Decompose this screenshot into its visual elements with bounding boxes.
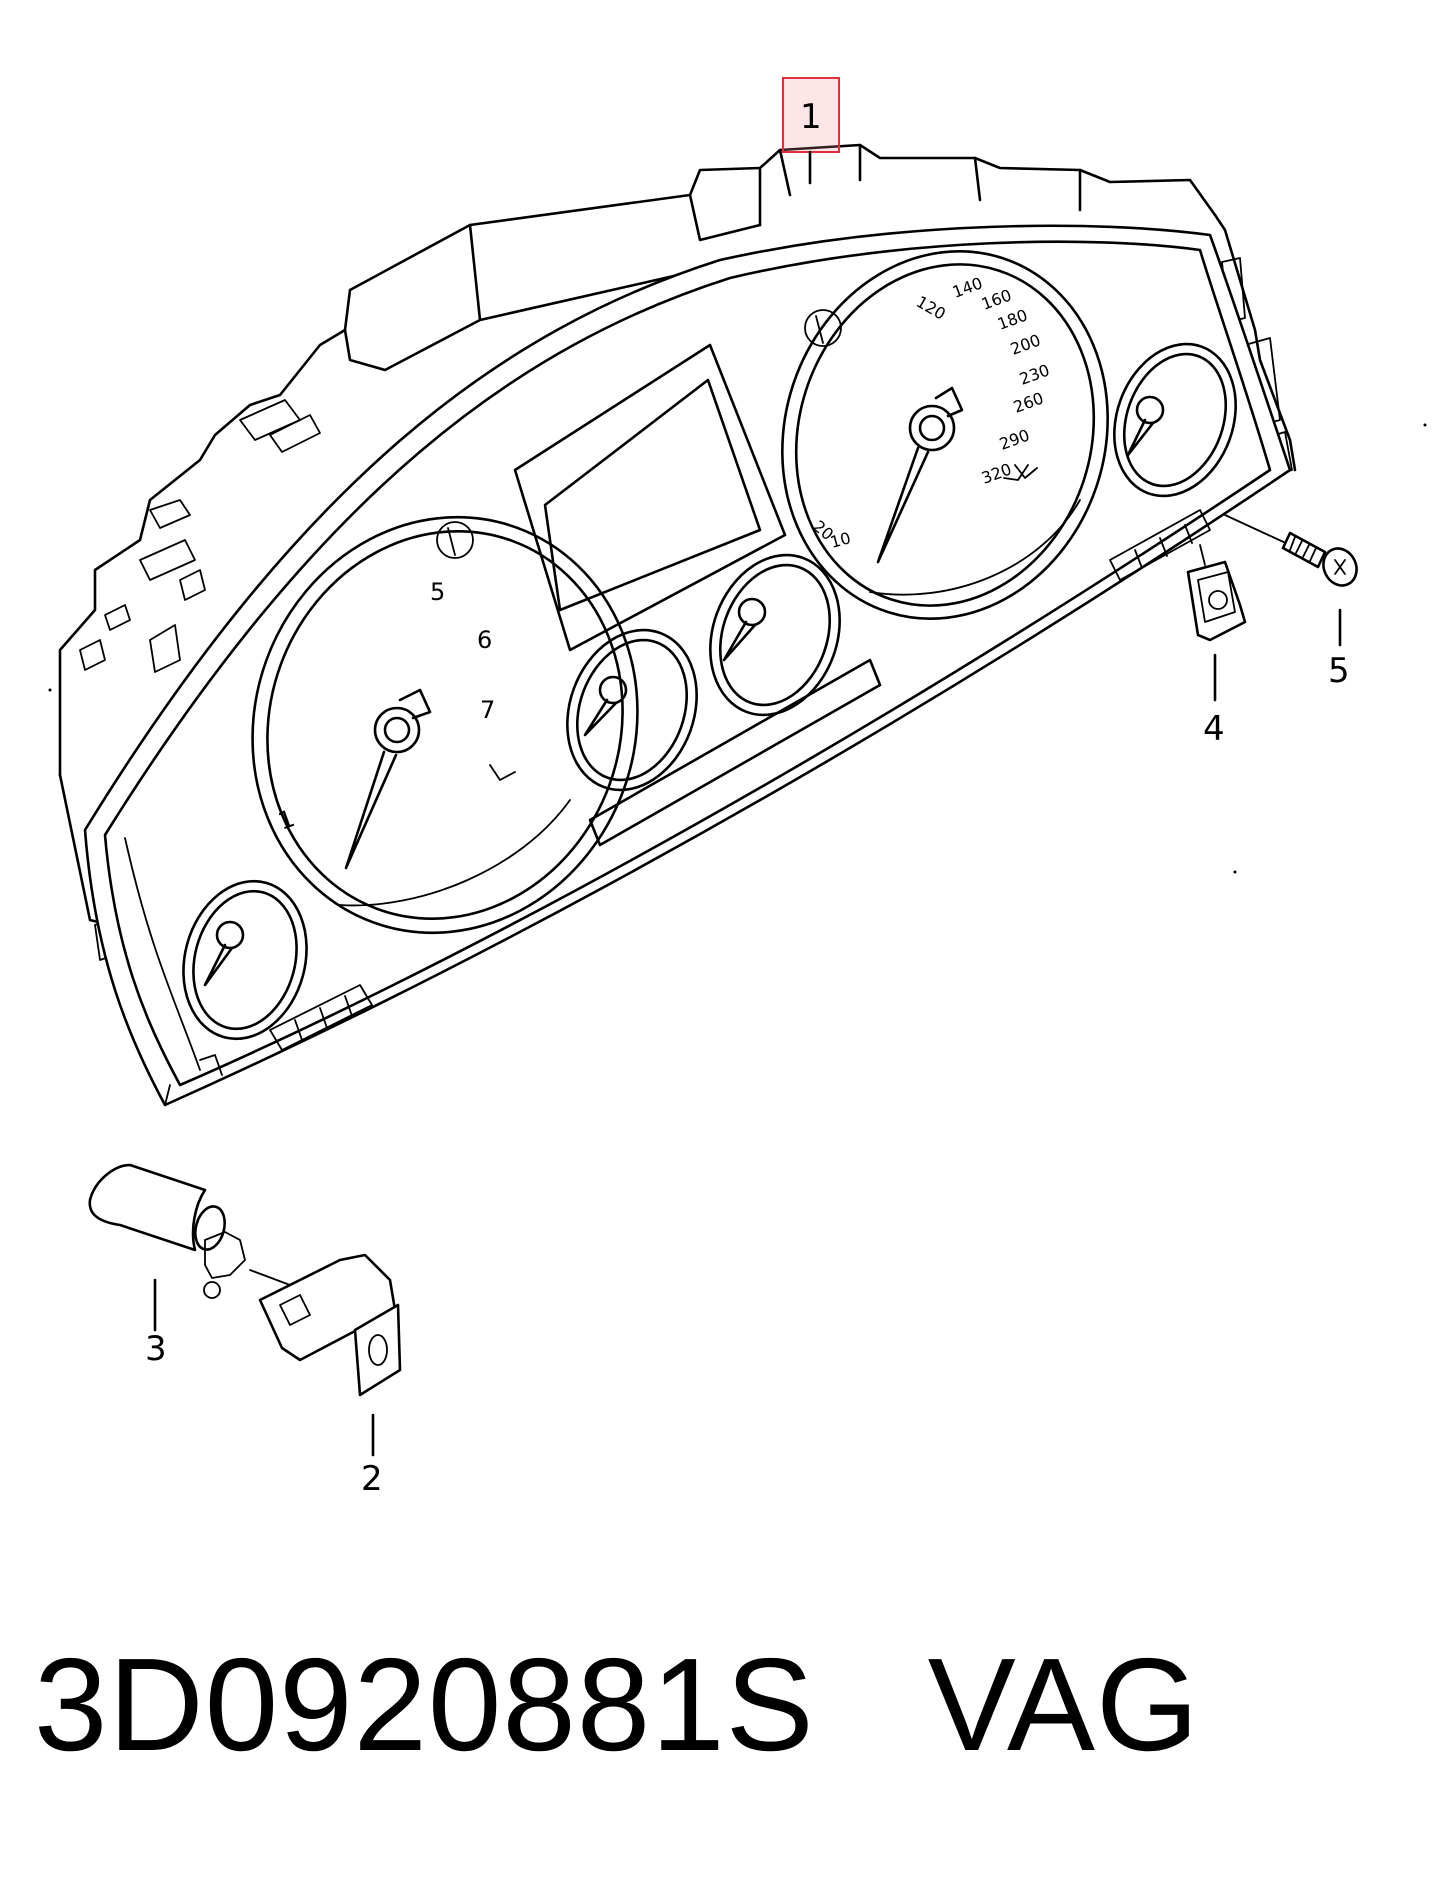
- tach-label-5: 5: [430, 578, 445, 606]
- brand-name: VAG: [927, 1631, 1200, 1778]
- part-3-bulb-socket: 3: [88, 1163, 246, 1369]
- small-gauge-center-left: [566, 628, 698, 792]
- speed-label-10: 10: [828, 528, 853, 552]
- lower-trim: [199, 509, 1211, 1076]
- tach-label-6: 6: [477, 626, 492, 654]
- callout-4-label: 4: [1203, 709, 1225, 749]
- callout-1: 1: [782, 77, 840, 185]
- cluster-front-bezel: [83, 224, 1292, 1107]
- indicator-lamps: [436, 309, 842, 559]
- callout-3-label: 3: [145, 1329, 167, 1369]
- caption-gap: [815, 1631, 928, 1778]
- callout-1-label: 1: [800, 97, 822, 137]
- part-5-screw: 5: [1224, 514, 1358, 691]
- small-gauge-center-right: [709, 553, 841, 717]
- part-number-caption: 3D0920881S VAG: [34, 1635, 1200, 1775]
- part-2-bracket: 2: [249, 1253, 402, 1499]
- part-number: 3D0920881S: [34, 1631, 815, 1778]
- part-4-clip: 4: [1186, 544, 1247, 749]
- center-display: [513, 343, 787, 652]
- callout-1-highlight: [782, 77, 840, 153]
- small-gauge-right: [1113, 342, 1237, 498]
- small-gauge-left: [182, 879, 308, 1041]
- callout-5-label: 5: [1328, 651, 1350, 691]
- scan-dots: [48, 423, 1427, 874]
- callout-2-label: 2: [361, 1459, 383, 1499]
- tach-label-7: 7: [480, 696, 495, 724]
